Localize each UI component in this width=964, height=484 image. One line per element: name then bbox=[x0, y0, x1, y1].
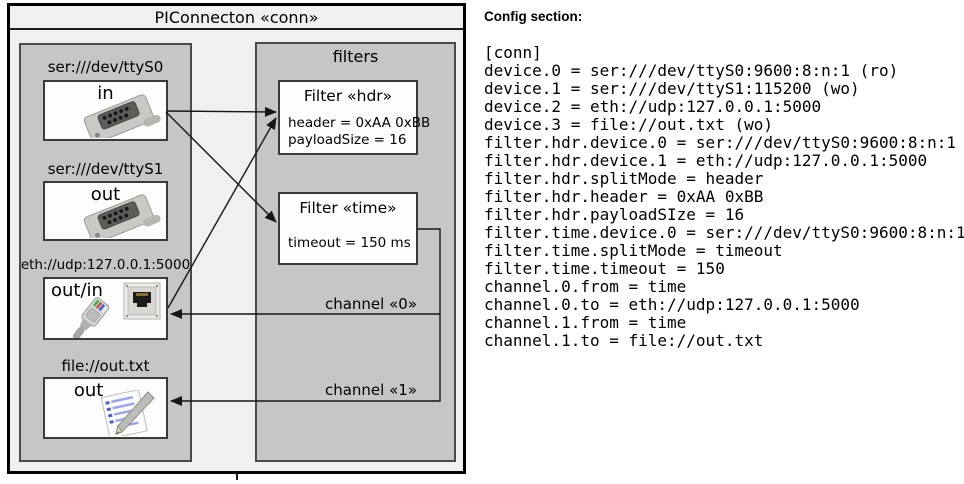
filter-title: Filter «time» bbox=[299, 199, 397, 217]
config-line: filter.time.device.0 = ser:///dev/ttyS0:… bbox=[484, 223, 964, 242]
config-line: channel.0.from = time bbox=[484, 277, 687, 296]
channel-0-label: channel «0» bbox=[324, 295, 417, 313]
config-line: channel.1.from = time bbox=[484, 313, 687, 332]
filter-box-hdr: Filter «hdr» header = 0xAA 0xBB payloadS… bbox=[278, 80, 430, 155]
filter-title: Filter «hdr» bbox=[303, 87, 393, 105]
config-line: filter.time.timeout = 150 bbox=[484, 259, 725, 278]
config-text-block: [conn] device.0 = ser:///dev/ttyS0:9600:… bbox=[484, 44, 964, 350]
ethernet-jack-icon bbox=[123, 282, 161, 320]
config-line: device.0 = ser:///dev/ttyS0:9600:8:n:1 (… bbox=[484, 61, 899, 80]
config-line: device.2 = eth://udp:127.0.0.1:5000 bbox=[484, 97, 822, 116]
config-line: channel.1.to = file://out.txt bbox=[484, 331, 764, 350]
config-line: filter.hdr.header = 0xAA 0xBB bbox=[484, 187, 764, 206]
device-label-file: file://out.txt bbox=[61, 357, 150, 375]
config-line: device.1 = ser:///dev/ttyS1:115200 (wo) bbox=[484, 79, 860, 98]
diagram-title: PIConnecton «conn» bbox=[10, 6, 463, 30]
config-line: filter.hdr.splitMode = header bbox=[484, 169, 764, 188]
config-line: filter.time.splitMode = timeout bbox=[484, 241, 783, 260]
device-label-eth: eth://udp:127.0.0.1:5000 bbox=[20, 257, 191, 273]
filter-param: timeout = 150 ms bbox=[288, 235, 411, 251]
device-direction-label: out bbox=[90, 184, 121, 205]
device-label-ttys0: ser:///dev/ttyS0 bbox=[47, 58, 164, 76]
serial-connector-image bbox=[83, 94, 161, 138]
channel-1-label: channel «1» bbox=[324, 381, 417, 399]
config-line: filter.hdr.device.0 = ser:///dev/ttyS0:9… bbox=[484, 133, 957, 152]
config-heading: Config section: bbox=[484, 9, 583, 24]
device-direction-label: in bbox=[97, 83, 114, 104]
device-box-ttys0: in bbox=[43, 80, 168, 141]
filter-box-time: Filter «time» timeout = 150 ms bbox=[278, 192, 418, 265]
device-direction-label: out/in bbox=[51, 280, 103, 301]
device-box-eth: out/in bbox=[43, 277, 168, 340]
config-line: filter.hdr.device.1 = eth://udp:127.0.0.… bbox=[484, 151, 928, 170]
config-line: [conn] bbox=[484, 43, 542, 62]
config-line: filter.hdr.payloadSIze = 16 bbox=[484, 205, 745, 224]
filter-param: header = 0xAA 0xBB bbox=[288, 115, 431, 131]
ethernet-plug-image bbox=[73, 297, 110, 338]
filter-param: payloadSize = 16 bbox=[288, 132, 407, 148]
config-line: device.3 = file://out.txt (wo) bbox=[484, 115, 773, 134]
serial-connector-image bbox=[83, 194, 161, 238]
device-label-ttys1: ser:///dev/ttyS1 bbox=[47, 160, 164, 178]
notepad-image bbox=[100, 390, 155, 436]
device-box-file: out bbox=[43, 377, 168, 439]
filters-panel-title: filters bbox=[332, 47, 379, 66]
device-box-ttys1: out bbox=[43, 181, 168, 241]
device-direction-label: out bbox=[73, 380, 104, 401]
config-line: channel.0.to = eth://udp:127.0.0.1:5000 bbox=[484, 295, 860, 314]
